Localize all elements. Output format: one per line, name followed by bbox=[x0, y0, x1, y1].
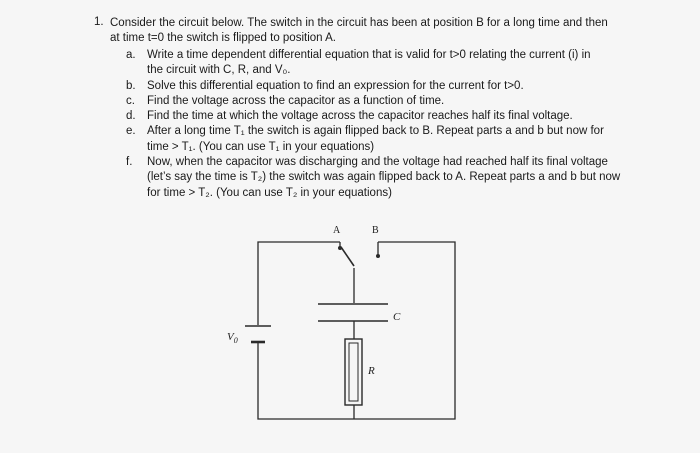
switch-label-b: B bbox=[372, 225, 379, 236]
part-c: c. Find the voltage across the capacitor… bbox=[126, 94, 626, 109]
part-text-line: (let’s say the time is T₂) the switch wa… bbox=[147, 171, 621, 184]
part-text-line: Write a time dependent differential equa… bbox=[147, 49, 591, 61]
part-text-line: Now, when the capacitor was discharging … bbox=[147, 156, 608, 169]
resistor-label: R bbox=[367, 365, 375, 377]
part-e: e. After a long time T₁ the switch is ag… bbox=[126, 124, 626, 155]
battery-label: V0 bbox=[227, 331, 238, 345]
part-a: a. Write a time dependent differential e… bbox=[126, 48, 626, 79]
part-text-line: Find the time at which the voltage acros… bbox=[147, 110, 573, 123]
part-text-line: Find the voltage across the capacitor as… bbox=[147, 94, 445, 107]
capacitor-label: C bbox=[393, 311, 401, 323]
intro-line-1: Consider the circuit below. The switch i… bbox=[110, 17, 608, 29]
part-label: b. bbox=[126, 79, 136, 92]
wire-left-lower bbox=[257, 241, 456, 420]
battery-label-main: V bbox=[227, 331, 235, 343]
switch-label-a: A bbox=[333, 225, 341, 236]
wire-top-left bbox=[257, 241, 340, 325]
intro-line-2: at time t=0 the switch is flipped to pos… bbox=[110, 32, 336, 44]
part-label: e. bbox=[126, 125, 136, 138]
part-b: b. Solve this differential equation to f… bbox=[126, 79, 626, 94]
part-label: c. bbox=[126, 94, 135, 107]
part-f: f. Now, when the capacitor was dischargi… bbox=[126, 155, 626, 201]
part-text-line: After a long time T₁ the switch is again… bbox=[147, 125, 604, 138]
part-label: d. bbox=[126, 110, 136, 123]
part-d: d. Find the time at which the voltage ac… bbox=[126, 109, 626, 124]
switch-contact-b bbox=[376, 254, 380, 258]
part-text-line: Solve this differential equation to find… bbox=[147, 79, 524, 92]
question-number: 1. bbox=[94, 16, 104, 28]
part-text-line: the circuit with C, R, and V₀. bbox=[147, 64, 291, 77]
part-text-line: time > T₁. (You can use T₁ in your equat… bbox=[147, 140, 375, 153]
part-label: a. bbox=[126, 49, 136, 61]
resistor-inner bbox=[348, 342, 359, 402]
battery-label-subscript: 0 bbox=[234, 336, 238, 345]
question-intro: Consider the circuit below. The switch i… bbox=[110, 16, 630, 46]
part-label: f. bbox=[126, 156, 133, 169]
switch-blade bbox=[340, 246, 355, 267]
question-parts: a. Write a time dependent differential e… bbox=[126, 48, 626, 201]
switch-contact-a bbox=[338, 246, 342, 250]
part-text-line: for time > T₂. (You can use T₂ in your e… bbox=[147, 186, 392, 199]
resistor-body bbox=[344, 338, 363, 406]
